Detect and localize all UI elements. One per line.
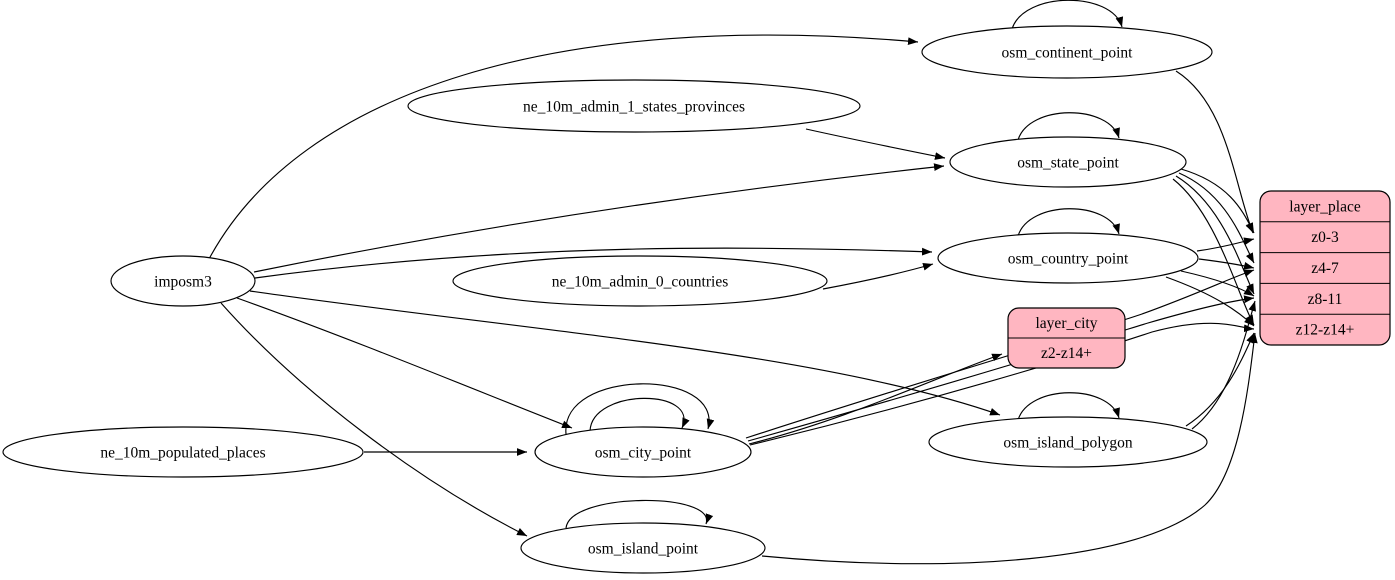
node-osm_city_point: osm_city_point <box>534 426 752 478</box>
edge-imposm3-to-osm_country_point <box>254 247 933 279</box>
node-label-osm_island_point: osm_island_point <box>588 541 699 558</box>
edge-osm_country_point-to-layer_place.z4-7 <box>1198 258 1255 270</box>
node-osm_island_point: osm_island_point <box>520 522 766 574</box>
node-osm_island_polygon: osm_island_polygon <box>928 416 1208 468</box>
edge-osm_continent_point-to-osm_continent_point <box>1011 0 1124 30</box>
record-title-layer_city: layer_city <box>1036 315 1098 332</box>
node-label-osm_country_point: osm_country_point <box>1008 251 1129 268</box>
record-row-layer_place-z0-3: z0-3 <box>1311 229 1339 246</box>
edge-osm_state_point-to-osm_state_point <box>1017 112 1120 141</box>
node-label-osm_state_point: osm_state_point <box>1017 155 1119 172</box>
edge-osm_island_polygon-to-osm_island_polygon <box>1017 392 1120 421</box>
edge-imposm3-to-osm_city_point <box>236 297 573 429</box>
edge-osm_city_point-to-layer_place.z4-7 <box>745 269 1255 439</box>
node-label-osm_city_point: osm_city_point <box>595 445 692 462</box>
node-ne_10m_admin_1_states_provinces: ne_10m_admin_1_states_provinces <box>407 79 861 133</box>
node-label-ne_10m_admin_0_countries: ne_10m_admin_0_countries <box>552 274 729 291</box>
edge-ne_10m_admin_1_states_provinces-to-osm_state_point <box>805 128 946 160</box>
record-layer_city: layer_city z2-z14+ <box>1007 307 1126 369</box>
edge-imposm3-to-osm_continent_point <box>208 34 919 260</box>
edge-osm_country_point-to-layer_place.z12-z14+ <box>1165 276 1255 327</box>
record-title-layer_place: layer_place <box>1289 198 1361 215</box>
edge-osm_island_polygon-to-layer_place.z8-11 <box>1191 300 1256 430</box>
record-shape-layer_place <box>1259 190 1391 346</box>
node-imposm3: imposm3 <box>110 255 256 307</box>
node-label-ne_10m_admin_1_states_provinces: ne_10m_admin_1_states_provinces <box>523 99 745 116</box>
edge-osm_country_point-to-osm_country_point <box>1017 208 1120 237</box>
edge-osm_island_point-to-layer_place.z12-z14+ <box>761 332 1258 565</box>
node-label-imposm3: imposm3 <box>154 274 212 291</box>
edge-osm_state_point-to-layer_place.z4-7 <box>1178 172 1255 264</box>
node-label-osm_continent_point: osm_continent_point <box>1002 45 1134 62</box>
node-shape-osm_continent_point <box>921 25 1213 79</box>
record-row-layer_place-z4-7: z4-7 <box>1311 260 1339 277</box>
node-shape-osm_island_polygon <box>928 416 1208 468</box>
edge-osm_city_point-to-osm_city_point <box>565 383 715 435</box>
node-shape-ne_10m_admin_0_countries <box>452 255 828 307</box>
node-ne_10m_admin_0_countries: ne_10m_admin_0_countries <box>452 255 828 307</box>
edge-osm_continent_point-to-layer_place.z0-3 <box>1175 70 1254 234</box>
edge-ne_10m_admin_0_countries-to-osm_country_point <box>822 263 934 290</box>
record-layer_place: layer_place z0-3 z4-7 z8-11 z12-z14+ <box>1259 190 1391 346</box>
edges-group <box>208 0 1258 565</box>
record-row-layer_place-z12-z14+: z12-z14+ <box>1296 322 1355 339</box>
node-shape-osm_island_point <box>520 522 766 574</box>
node-shape-osm_country_point <box>937 232 1199 284</box>
node-ne_10m_populated_places: ne_10m_populated_places <box>2 426 364 478</box>
node-osm_state_point: osm_state_point <box>949 136 1187 188</box>
edge-imposm3-to-osm_island_point <box>220 302 528 537</box>
record-row-layer_city-z2-z14+: z2-z14+ <box>1041 345 1092 362</box>
node-osm_country_point: osm_country_point <box>937 232 1199 284</box>
edge-osm_island_point-to-osm_island_point <box>565 499 714 529</box>
edge-osm_city_point-to-osm_city_point <box>589 397 690 432</box>
records-group: layer_place z0-3 z4-7 z8-11 z12-z14+ layer_ci… <box>1007 190 1391 369</box>
node-shape-osm_state_point <box>949 136 1187 188</box>
edge-imposm3-to-osm_island_polygon <box>249 290 1001 416</box>
node-label-ne_10m_populated_places: ne_10m_populated_places <box>100 445 265 462</box>
node-shape-osm_city_point <box>534 426 752 478</box>
edge-osm_state_point-to-layer_place.z12-z14+ <box>1172 178 1255 326</box>
node-shape-imposm3 <box>110 255 256 307</box>
edge-osm_country_point-to-layer_place.z8-11 <box>1180 270 1255 297</box>
edge-osm_country_point-to-layer_place.z0-3 <box>1196 237 1255 252</box>
node-shape-ne_10m_populated_places <box>2 426 364 478</box>
node-osm_continent_point: osm_continent_point <box>921 25 1213 79</box>
node-shape-ne_10m_admin_1_states_provinces <box>407 79 861 133</box>
edge-osm_state_point-to-layer_place.z8-11 <box>1175 175 1255 295</box>
nodes-group: imposm3 ne_10m_admin_1_states_provincesne… <box>2 25 1213 574</box>
node-label-osm_island_polygon: osm_island_polygon <box>1003 435 1132 452</box>
edge-osm_state_point-to-layer_place.z0-3 <box>1180 168 1255 234</box>
edge-imposm3-to-osm_state_point <box>253 163 945 273</box>
edge-osm_city_point-to-layer_city.z2-z14+ <box>748 353 1003 445</box>
record-row-layer_place-z8-11: z8-11 <box>1308 291 1343 308</box>
